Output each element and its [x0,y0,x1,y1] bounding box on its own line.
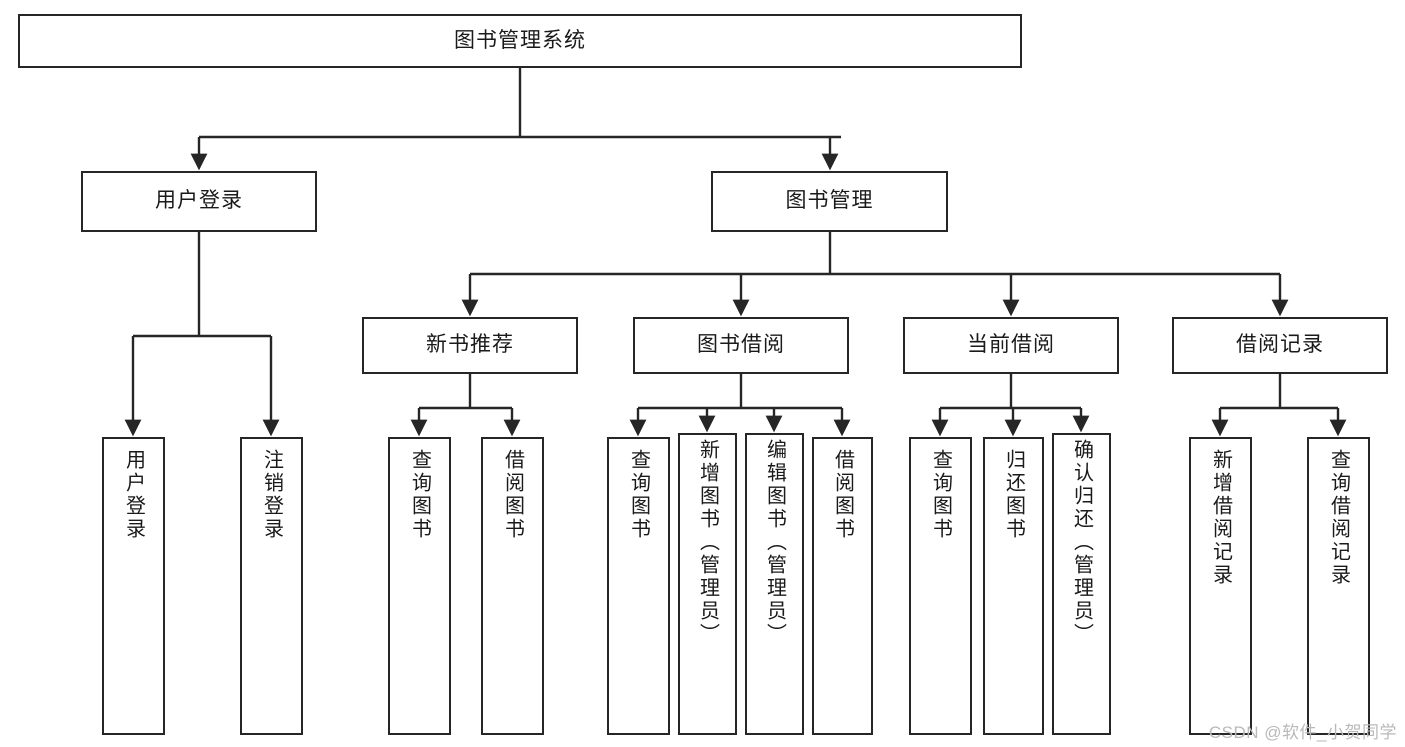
node-root-label: 图书管理系统 [454,28,586,52]
node-book-borrow-label: 图书借阅 [697,333,785,357]
node-leaf-return-book[interactable]: 归还图书 [983,437,1044,735]
node-borrow-record[interactable]: 借阅记录 [1172,317,1388,374]
node-leaf-edit-book-admin-label: 编辑图书（管理员） [763,439,786,646]
node-leaf-edit-book-admin[interactable]: 编辑图书（管理员） [745,433,804,735]
node-root[interactable]: 图书管理系统 [18,14,1022,68]
node-leaf-query-borrow-record-label: 查询借阅记录 [1327,449,1350,587]
node-leaf-add-borrow-record-label: 新增借阅记录 [1209,449,1232,587]
node-leaf-query-borrow-record[interactable]: 查询借阅记录 [1307,437,1370,735]
node-current-borrow[interactable]: 当前借阅 [903,317,1119,374]
node-leaf-query-book-2[interactable]: 查询图书 [607,437,670,735]
node-new-book-recommend-label: 新书推荐 [426,333,514,357]
node-leaf-add-book-admin-label: 新增图书（管理员） [696,439,719,646]
node-leaf-query-book-2-label: 查询图书 [627,449,650,541]
node-user-login[interactable]: 用户登录 [81,171,317,232]
node-leaf-return-book-label: 归还图书 [1002,449,1025,541]
node-leaf-borrow-book-1[interactable]: 借阅图书 [481,437,544,735]
node-leaf-query-book-3[interactable]: 查询图书 [909,437,972,735]
node-leaf-user-login[interactable]: 用户登录 [102,437,165,735]
node-leaf-query-book-1[interactable]: 查询图书 [388,437,451,735]
node-leaf-logout-login-label: 注销登录 [260,449,283,541]
node-new-book-recommend[interactable]: 新书推荐 [362,317,578,374]
node-leaf-confirm-return-admin-label: 确认归还（管理员） [1070,439,1093,646]
node-leaf-borrow-book-1-label: 借阅图书 [501,449,524,541]
watermark-text: CSDN @软件_小贺同学 [1208,723,1397,742]
node-book-manage-label: 图书管理 [785,189,874,213]
node-leaf-borrow-book-2-label: 借阅图书 [831,449,854,541]
node-leaf-add-book-admin[interactable]: 新增图书（管理员） [678,433,737,735]
node-leaf-confirm-return-admin[interactable]: 确认归还（管理员） [1052,433,1111,735]
node-leaf-user-login-label: 用户登录 [122,449,145,541]
node-user-login-label: 用户登录 [155,189,243,213]
node-current-borrow-label: 当前借阅 [967,333,1055,357]
node-leaf-query-book-1-label: 查询图书 [408,449,431,541]
node-leaf-borrow-book-2[interactable]: 借阅图书 [812,437,873,735]
node-leaf-add-borrow-record[interactable]: 新增借阅记录 [1189,437,1252,735]
node-leaf-query-book-3-label: 查询图书 [929,449,952,541]
node-leaf-logout-login[interactable]: 注销登录 [240,437,303,735]
node-book-manage[interactable]: 图书管理 [711,171,948,232]
node-book-borrow[interactable]: 图书借阅 [633,317,849,374]
node-borrow-record-label: 借阅记录 [1236,333,1324,357]
